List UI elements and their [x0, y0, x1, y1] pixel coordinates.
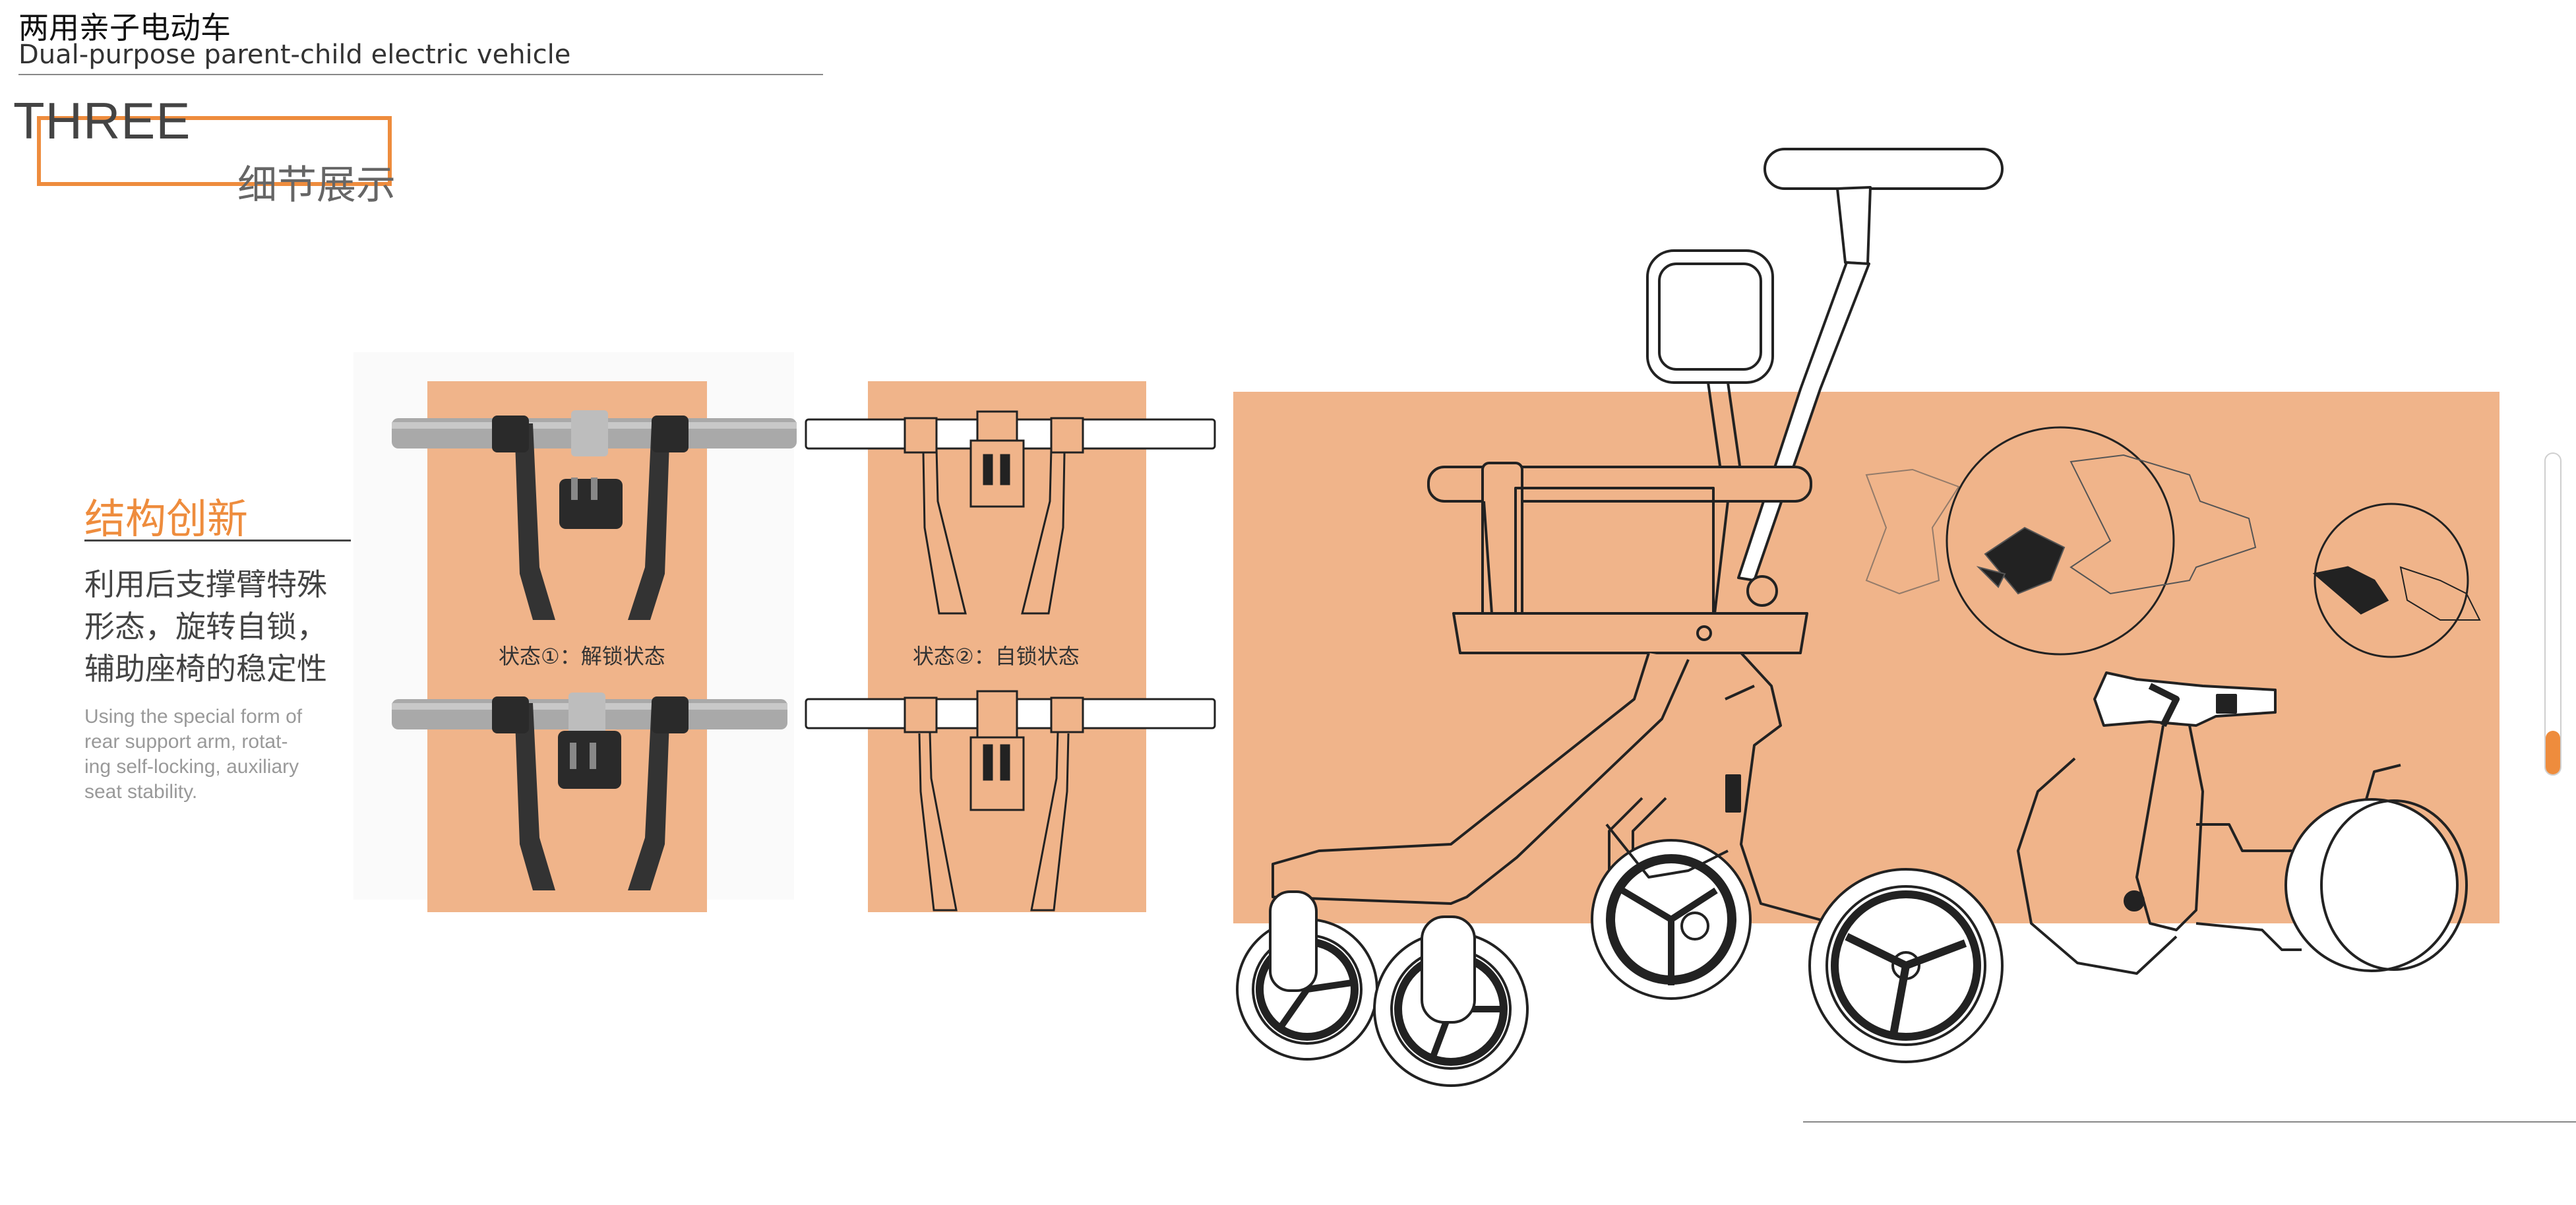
structure-description-cn: 利用后支撑臂特殊 形态，旋转自锁， 辅助座椅的稳定性	[84, 563, 368, 690]
description-cn-line: 形态，旋转自锁，	[84, 609, 327, 644]
scroll-thumb[interactable]	[2546, 731, 2560, 774]
structure-heading: 结构创新	[84, 495, 249, 543]
section-title: 细节展示	[237, 162, 396, 208]
bottom-divider	[1803, 1121, 2576, 1123]
render-locked	[392, 693, 787, 890]
scroll-track[interactable]	[2544, 452, 2561, 776]
description-en-line: rear support arm, rotat-	[84, 731, 288, 753]
page-title-cn: 两用亲子电动车	[18, 10, 231, 46]
line-locked	[805, 690, 1216, 911]
page-title-en: Dual-purpose parent-child electric vehic…	[18, 40, 571, 70]
render-unlocked	[392, 410, 797, 620]
description-en-line: ing self-locking, auxiliary	[84, 756, 299, 778]
description-cn-line: 辅助座椅的稳定性	[84, 651, 327, 687]
detail-zoom-large	[1865, 426, 2257, 656]
structure-description-en: Using the special form of rear support a…	[84, 704, 361, 805]
electric-vehicle-drawing	[2017, 671, 2468, 975]
description-en-line: seat stability.	[84, 781, 198, 803]
detail-zoom-small	[2312, 503, 2481, 658]
section-frame	[37, 116, 392, 186]
description-en-line: Using the special form of	[84, 706, 303, 727]
line-unlocked	[805, 410, 1216, 615]
description-cn-line: 利用后支撑臂特殊	[84, 567, 327, 602]
stroller-drawing	[1236, 148, 2004, 1087]
title-divider	[18, 74, 823, 75]
state1-label: 状态①：解锁状态	[499, 644, 665, 669]
state2-label: 状态②：自锁状态	[913, 644, 1080, 669]
section-number: THREE	[13, 92, 191, 150]
structure-divider	[84, 540, 351, 541]
